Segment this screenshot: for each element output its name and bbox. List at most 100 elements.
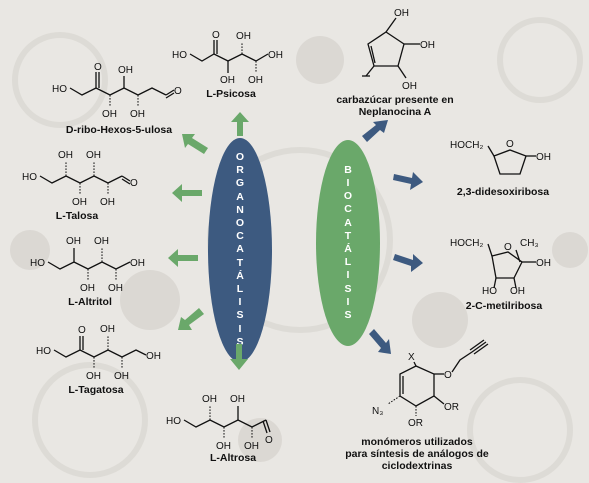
label-letter: A (236, 190, 244, 203)
label-letter: N (236, 203, 244, 216)
svg-text:OR: OR (408, 418, 423, 429)
svg-text:HOCH₂: HOCH₂ (450, 238, 483, 249)
structure-carbazucar: OH OH OH (344, 4, 444, 94)
svg-text:O: O (78, 325, 86, 336)
structure-didesoxiribosa: HOCH₂ O OH (450, 134, 560, 184)
svg-text:O: O (130, 178, 138, 189)
label-altrosa: L-Altrosa (209, 452, 257, 464)
structure-ribo-hexos: HO O OH OH OH O (52, 62, 192, 122)
svg-text:HO: HO (52, 84, 67, 95)
svg-text:O: O (212, 30, 220, 41)
structure-tagatosa: HO O OH OH OH OH (36, 320, 176, 382)
arrow-to-altrosa (230, 344, 248, 370)
svg-text:OH: OH (146, 351, 161, 362)
svg-text:HO: HO (30, 258, 45, 269)
label-monomeros-2: para síntesis de análogos de (345, 448, 489, 460)
svg-text:OR: OR (444, 402, 459, 413)
structure-altrosa: HO OH OH OH OH O (166, 390, 296, 452)
label-monomeros-3: ciclodextrinas (381, 460, 453, 472)
svg-text:OH: OH (108, 283, 123, 294)
svg-text:HO: HO (482, 286, 497, 297)
svg-text:OH: OH (230, 394, 245, 405)
label-didesoxiribosa: 2,3-didesoxiribosa (456, 186, 550, 198)
svg-text:O: O (174, 86, 182, 97)
label-monomeros-1: monómeros utilizados (361, 436, 473, 448)
label-letter: S (236, 335, 244, 348)
svg-text:OH: OH (114, 371, 129, 382)
svg-text:OH: OH (202, 394, 217, 405)
svg-text:N₃: N₃ (372, 406, 383, 417)
label-metilribosa: 2-C-metilribosa (465, 300, 543, 312)
svg-text:O: O (444, 370, 452, 381)
label-letter: S (344, 282, 352, 295)
svg-text:OH: OH (268, 50, 283, 61)
svg-text:O: O (504, 242, 512, 253)
label-letter: B (344, 163, 352, 176)
label-letter: C (236, 230, 244, 243)
label-letter: S (236, 309, 244, 322)
svg-text:OH: OH (86, 150, 101, 161)
label-talosa: L-Talosa (55, 210, 99, 222)
label-letter: L (236, 283, 244, 295)
svg-text:O: O (265, 435, 273, 446)
svg-text:O: O (94, 62, 102, 73)
label-letter: I (238, 296, 242, 309)
svg-text:OH: OH (402, 81, 417, 92)
svg-text:OH: OH (66, 236, 81, 247)
svg-text:OH: OH (248, 75, 263, 86)
arrow-to-monomeros (367, 326, 393, 354)
label-letter: O (343, 190, 353, 203)
svg-text:OH: OH (130, 258, 145, 269)
svg-text:OH: OH (510, 286, 525, 297)
arrow-to-psicosa (231, 112, 249, 136)
svg-text:CH₃: CH₃ (520, 238, 539, 249)
svg-text:OH: OH (236, 31, 251, 42)
label-letter: S (344, 309, 352, 322)
label-letter: Á (344, 243, 352, 255)
svg-text:OH: OH (420, 40, 435, 51)
svg-text:OH: OH (58, 150, 73, 161)
label-ribo-hexos: D-ribo-Hexos-5-ulosa (65, 124, 173, 136)
structure-altritol: HO OH OH OH OH OH (30, 230, 160, 294)
arrow-to-tagatosa (178, 306, 206, 332)
svg-text:OH: OH (102, 109, 117, 120)
label-carbazucar-1: carbazúcar presente en (336, 94, 454, 106)
svg-text:X: X (408, 352, 415, 363)
structure-talosa: HO OH OH OH OH O (22, 146, 152, 208)
label-letter: T (344, 229, 352, 242)
label-letter: I (346, 295, 350, 308)
label-letter: R (236, 164, 244, 177)
svg-text:OH: OH (80, 283, 95, 294)
label-letter: I (238, 322, 242, 335)
svg-text:OH: OH (72, 197, 87, 208)
svg-text:OH: OH (220, 75, 235, 86)
label-letter: O (235, 150, 245, 163)
svg-text:OH: OH (216, 441, 231, 452)
svg-text:OH: OH (100, 197, 115, 208)
svg-text:HO: HO (166, 416, 181, 427)
svg-text:OH: OH (94, 236, 109, 247)
svg-text:OH: OH (536, 258, 551, 269)
label-letter: O (235, 216, 245, 229)
label-carbazucar-2: Neplanocina A (358, 106, 432, 118)
label-letter: I (346, 176, 350, 189)
svg-text:O: O (506, 139, 514, 150)
label-letter: I (346, 269, 350, 282)
label-letter: A (344, 216, 352, 229)
svg-text:OH: OH (100, 324, 115, 335)
structure-metilribosa: HOCH₂ CH₃ O OH HO OH (450, 234, 560, 297)
arrow-to-metilribosa (393, 250, 423, 272)
svg-text:OH: OH (118, 65, 133, 76)
svg-text:OH: OH (86, 371, 101, 382)
svg-text:OH: OH (130, 109, 145, 120)
structure-psicosa: HO O OH OH OH OH (172, 28, 283, 88)
label-letter: T (236, 256, 244, 269)
label-tagatosa: L-Tagatosa (68, 384, 124, 396)
svg-text:HO: HO (172, 50, 187, 61)
svg-text:HOCH₂: HOCH₂ (450, 140, 483, 151)
